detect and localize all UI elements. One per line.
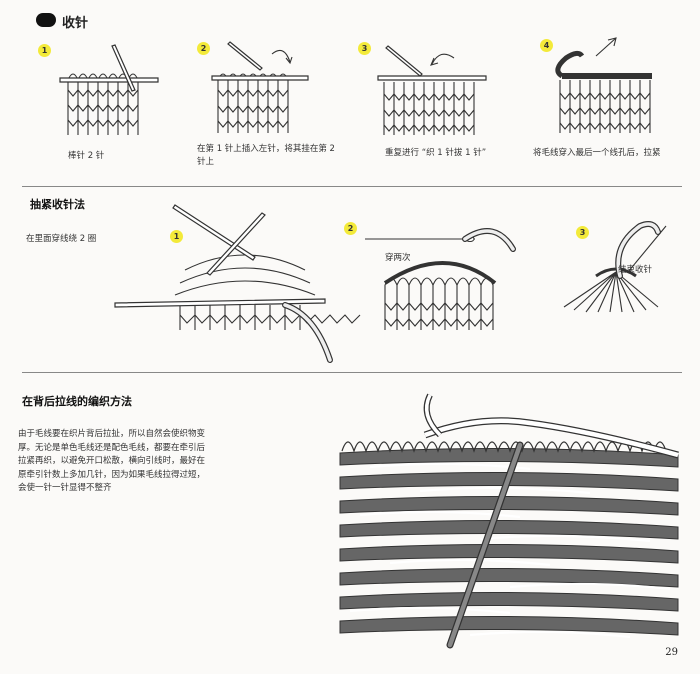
gather-title: 抽紧收针法	[30, 198, 85, 211]
step-badge-1: 1	[38, 44, 51, 57]
step-badge-3: 3	[358, 42, 371, 55]
page-number: 29	[665, 647, 678, 658]
section-divider	[22, 186, 682, 187]
bind-off-illustration-1	[59, 44, 159, 135]
gather-badge-1: 1	[170, 230, 183, 243]
step-caption-1: 棒针 2 针	[68, 151, 105, 161]
step-caption-4: 将毛线穿入最后一个线孔后，拉紧	[533, 148, 661, 158]
bind-off-illustration-2	[211, 41, 309, 133]
section-bullet-icon	[36, 13, 56, 27]
section-title-bind-off: 收针	[62, 16, 89, 31]
section-divider-2	[22, 372, 682, 373]
gather-label-3: 结束收针	[618, 265, 653, 275]
step-caption-2: 在第 1 针上插入左针，将其挂在第 2 针上	[197, 144, 335, 167]
gather-note: 在里面穿线绕 2 圈	[26, 234, 97, 244]
gather-badge-2: 2	[344, 222, 357, 235]
step-badge-2: 2	[197, 42, 210, 55]
float-fabric-illustration	[339, 393, 679, 649]
step-caption-3: 重复进行 “织 1 针拔 1 针”	[385, 148, 487, 158]
gather-illustration-3	[563, 221, 667, 313]
gather-illustration-2	[365, 228, 516, 330]
bind-off-illustration-3	[377, 45, 487, 135]
gather-illustration-1	[114, 204, 361, 363]
step-badge-4: 4	[540, 39, 553, 52]
gather-label-2: 穿两次	[385, 253, 411, 263]
float-title: 在背后拉线的编织方法	[22, 395, 132, 408]
knit-fabric	[67, 73, 139, 135]
float-paragraph: 由于毛线要在织片背后拉扯，所以自然会使织物变厚。无论是单色毛线还是配色毛线，都要…	[18, 429, 206, 493]
right-needle	[59, 77, 159, 83]
bind-off-illustration-4	[555, 37, 652, 133]
gather-badge-3: 3	[576, 226, 589, 239]
